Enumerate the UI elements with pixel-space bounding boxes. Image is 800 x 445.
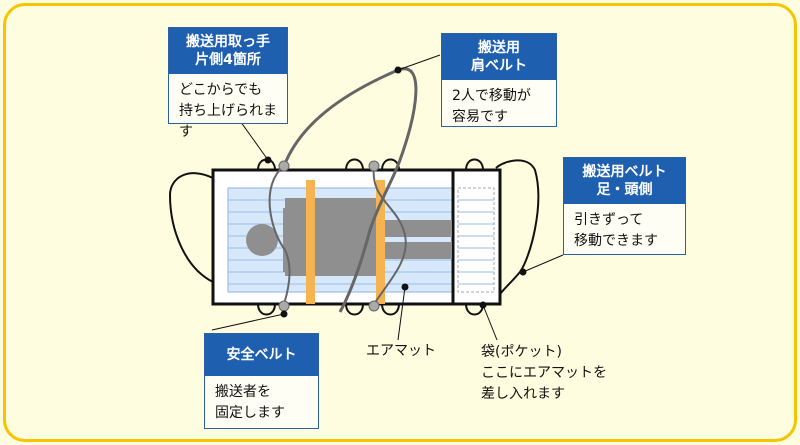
- safety-belt-2: [376, 180, 385, 304]
- belt-rings: [278, 160, 380, 312]
- callout-foot-head-belt-title: 搬送用ベルト 足・頭側: [564, 158, 685, 204]
- pocket: [451, 168, 502, 306]
- callout-carry-handles-title: 搬送用取っ手 片側4箇所: [169, 28, 287, 74]
- safety-belt-1: [306, 180, 315, 304]
- callout-carry-handles-text: どこからでも 持ち上げられます: [179, 82, 277, 140]
- callout-foot-head-belt-text: 引きずって 移動できます: [574, 212, 658, 249]
- carry-handles: [257, 158, 484, 316]
- callout-safety-belt-text: 搬送者を 固定します: [215, 384, 285, 421]
- air-mat-label: エアマット: [366, 343, 436, 359]
- head-side-belt: [168, 172, 214, 283]
- pocket-label: 袋(ポケット) ここにエアマットを 差し入れます: [481, 344, 607, 402]
- shoulder-belt: [282, 67, 418, 313]
- callout-safety-belt-title: 安全ベルト: [205, 334, 318, 376]
- callout-foot-head-belt: 搬送用ベルト 足・頭側 引きずって 移動できます: [563, 157, 686, 255]
- callout-shoulder-belt-text: 2人で移動が 容易です: [452, 88, 531, 125]
- callout-shoulder-belt-title: 搬送用 肩ベルト: [442, 34, 556, 80]
- callout-carry-handles: 搬送用取っ手 片側4箇所 どこからでも 持ち上げられます: [168, 27, 288, 140]
- callout-safety-belt: 安全ベルト 搬送者を 固定します: [204, 333, 319, 429]
- callout-shoulder-belt: 搬送用 肩ベルト 2人で移動が 容易です: [441, 33, 557, 127]
- foot-side-belt: [495, 159, 540, 301]
